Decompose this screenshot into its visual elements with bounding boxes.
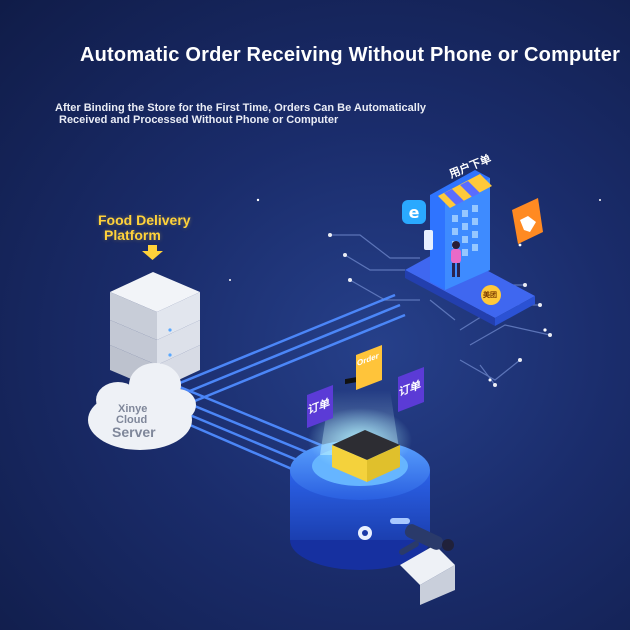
platform-label-line-2: Platform	[104, 227, 161, 243]
server-label-line-2: Cloud	[116, 414, 148, 426]
food-delivery-platform-label: Food Delivery Platform	[98, 213, 191, 243]
cloud-server-label: Xinye Cloud Server	[112, 403, 156, 440]
subtitle-line-2: Received and Processed Without Phone or …	[59, 114, 339, 126]
down-arrow-icon	[142, 245, 163, 260]
order-card-center	[356, 345, 382, 390]
shop-platform	[405, 170, 535, 326]
order-card-right	[398, 367, 424, 412]
order-card-left	[307, 385, 333, 428]
meituan-badge-text: 美团	[483, 292, 497, 299]
page-subtitle: After Binding the Store for the First Ti…	[55, 102, 525, 126]
cloud-icon	[88, 363, 196, 450]
platform-label-line-1: Food Delivery	[98, 212, 191, 228]
page-title: Automatic Order Receiving Without Phone …	[80, 44, 621, 66]
e-app-icon: e	[402, 200, 426, 224]
svg-text:e: e	[409, 203, 420, 222]
customer-figure	[451, 241, 461, 277]
server-label-line-3: Server	[112, 424, 156, 440]
subtitle-line-1: After Binding the Store for the First Ti…	[55, 102, 427, 114]
printer-device-icon	[332, 374, 400, 482]
server-label-line-1: Xinye	[118, 403, 148, 415]
fox-app-icon	[512, 198, 543, 244]
meituan-badge-icon	[481, 285, 501, 305]
relaxing-person-figure	[399, 524, 455, 605]
